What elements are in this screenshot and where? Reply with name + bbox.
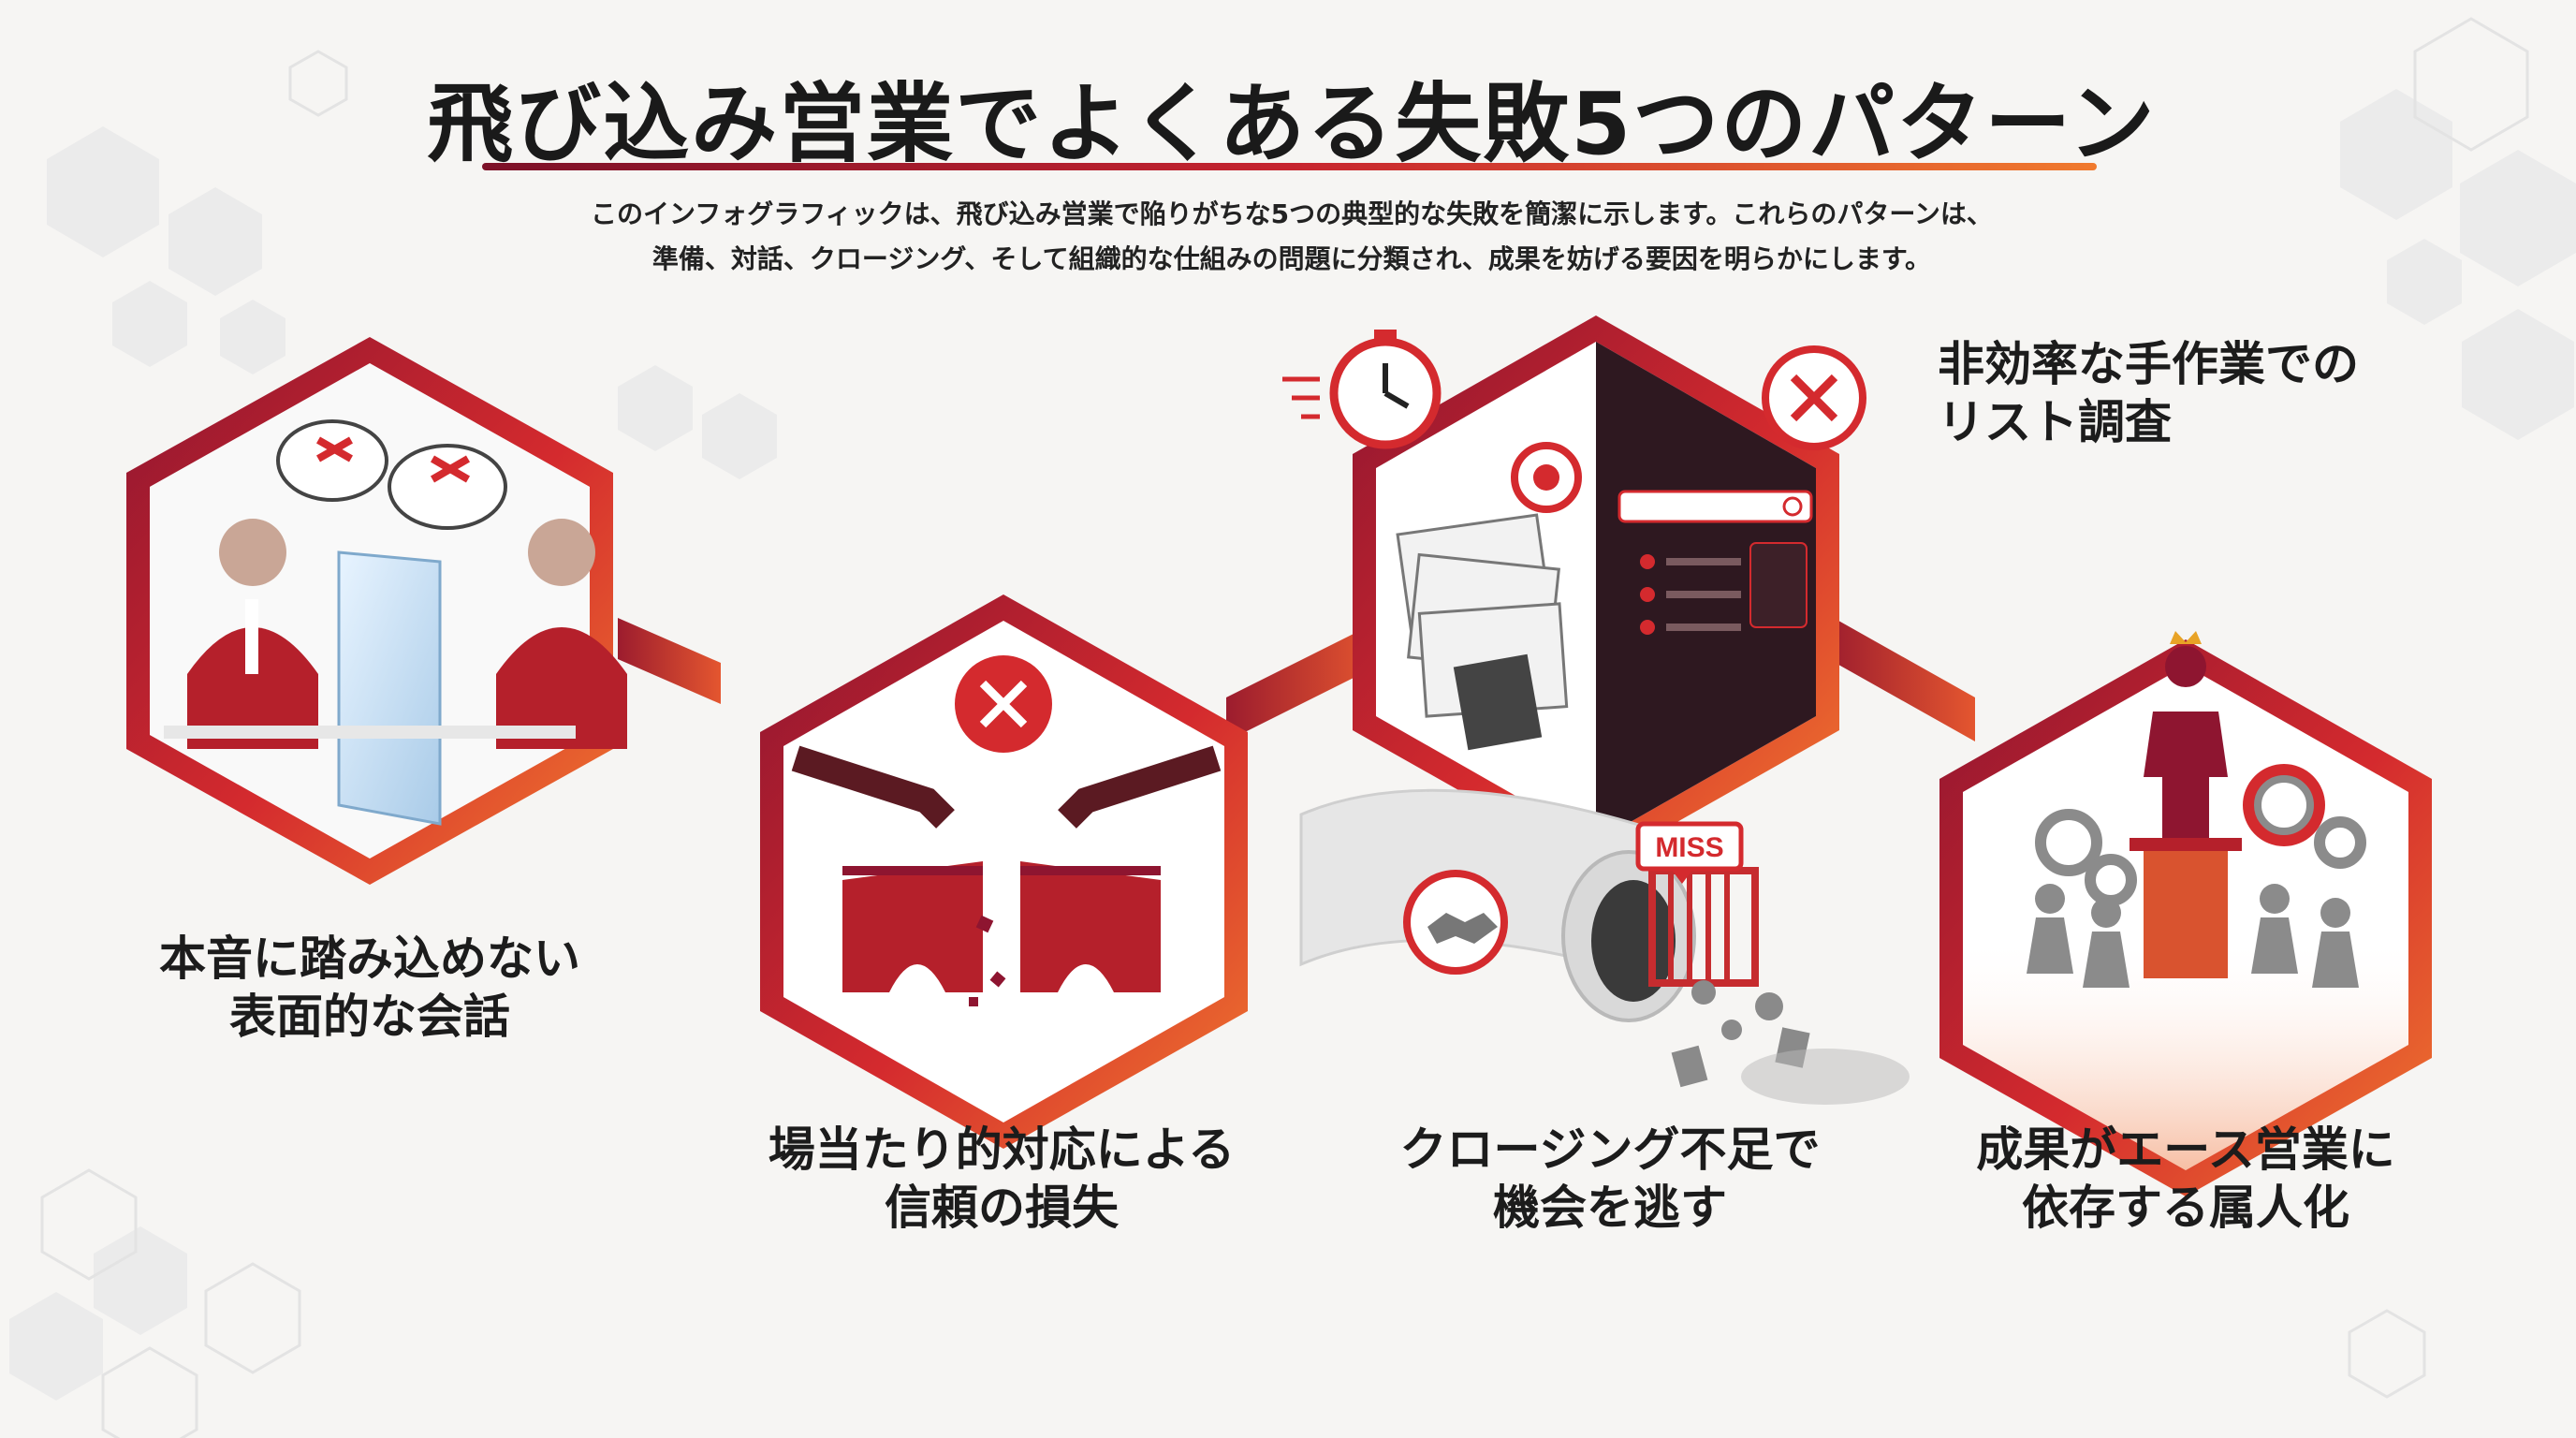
miss-badge-text: MISS <box>1655 832 1723 863</box>
pattern-5-label: 成果がエース営業に 依存する属人化 <box>1976 1123 2395 1235</box>
intro-text: このインフォグラフィックは、飛び込み営業で陥りがちな5つの典型的な失敗を簡潔に示… <box>496 192 2087 282</box>
connector-bands <box>618 613 1975 741</box>
hexagon-manual-research <box>1282 315 1866 868</box>
closing-pipe-illustration: MISS <box>1299 788 1910 1105</box>
hexagon-lost-trust <box>760 594 1248 1149</box>
hexagon-ace-dependency <box>1939 631 2432 1196</box>
hexagon-surface-conversation <box>126 337 627 885</box>
intro-line-1: このインフォグラフィックは、飛び込み営業で陥りがちな5つの典型的な失敗を簡潔に示… <box>591 198 1993 229</box>
pattern-4-label: クロージング不足で 機会を逃す <box>1399 1123 1821 1235</box>
title-underline <box>482 163 2097 170</box>
intro-line-2: 準備、対話、クロージング、そして組織的な仕組みの問題に分類され、成果を妨げる要因… <box>651 243 1932 274</box>
pattern-1-label: 本音に踏み込めない 表面的な会話 <box>159 932 580 1044</box>
pattern-2-label: 場当たり的対応による 信頼の損失 <box>768 1123 1236 1235</box>
pattern-3-label: 非効率な手作業での リスト調査 <box>1938 337 2359 449</box>
page-title: 飛び込み営業でよくある失敗5つのパターン <box>427 74 2157 174</box>
